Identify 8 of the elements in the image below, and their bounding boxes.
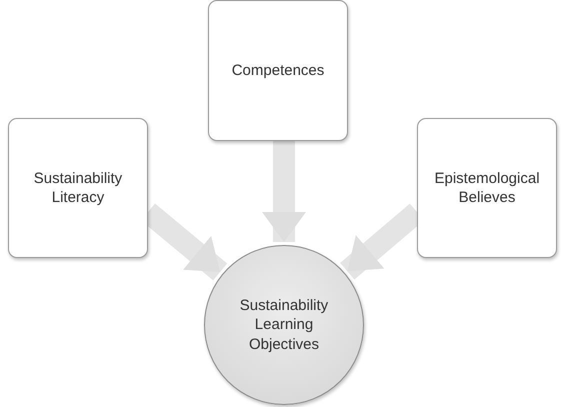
concept-box [8, 118, 148, 258]
block-arrow [262, 141, 306, 242]
node-label: Epistemological Believes [433, 168, 541, 208]
node-label: Sustainability Learning Objectives [238, 296, 330, 354]
concept-box [208, 0, 348, 141]
concept-box [417, 118, 557, 258]
node-label: Sustainability Literacy [32, 168, 124, 208]
node-label: Competences [232, 60, 324, 80]
